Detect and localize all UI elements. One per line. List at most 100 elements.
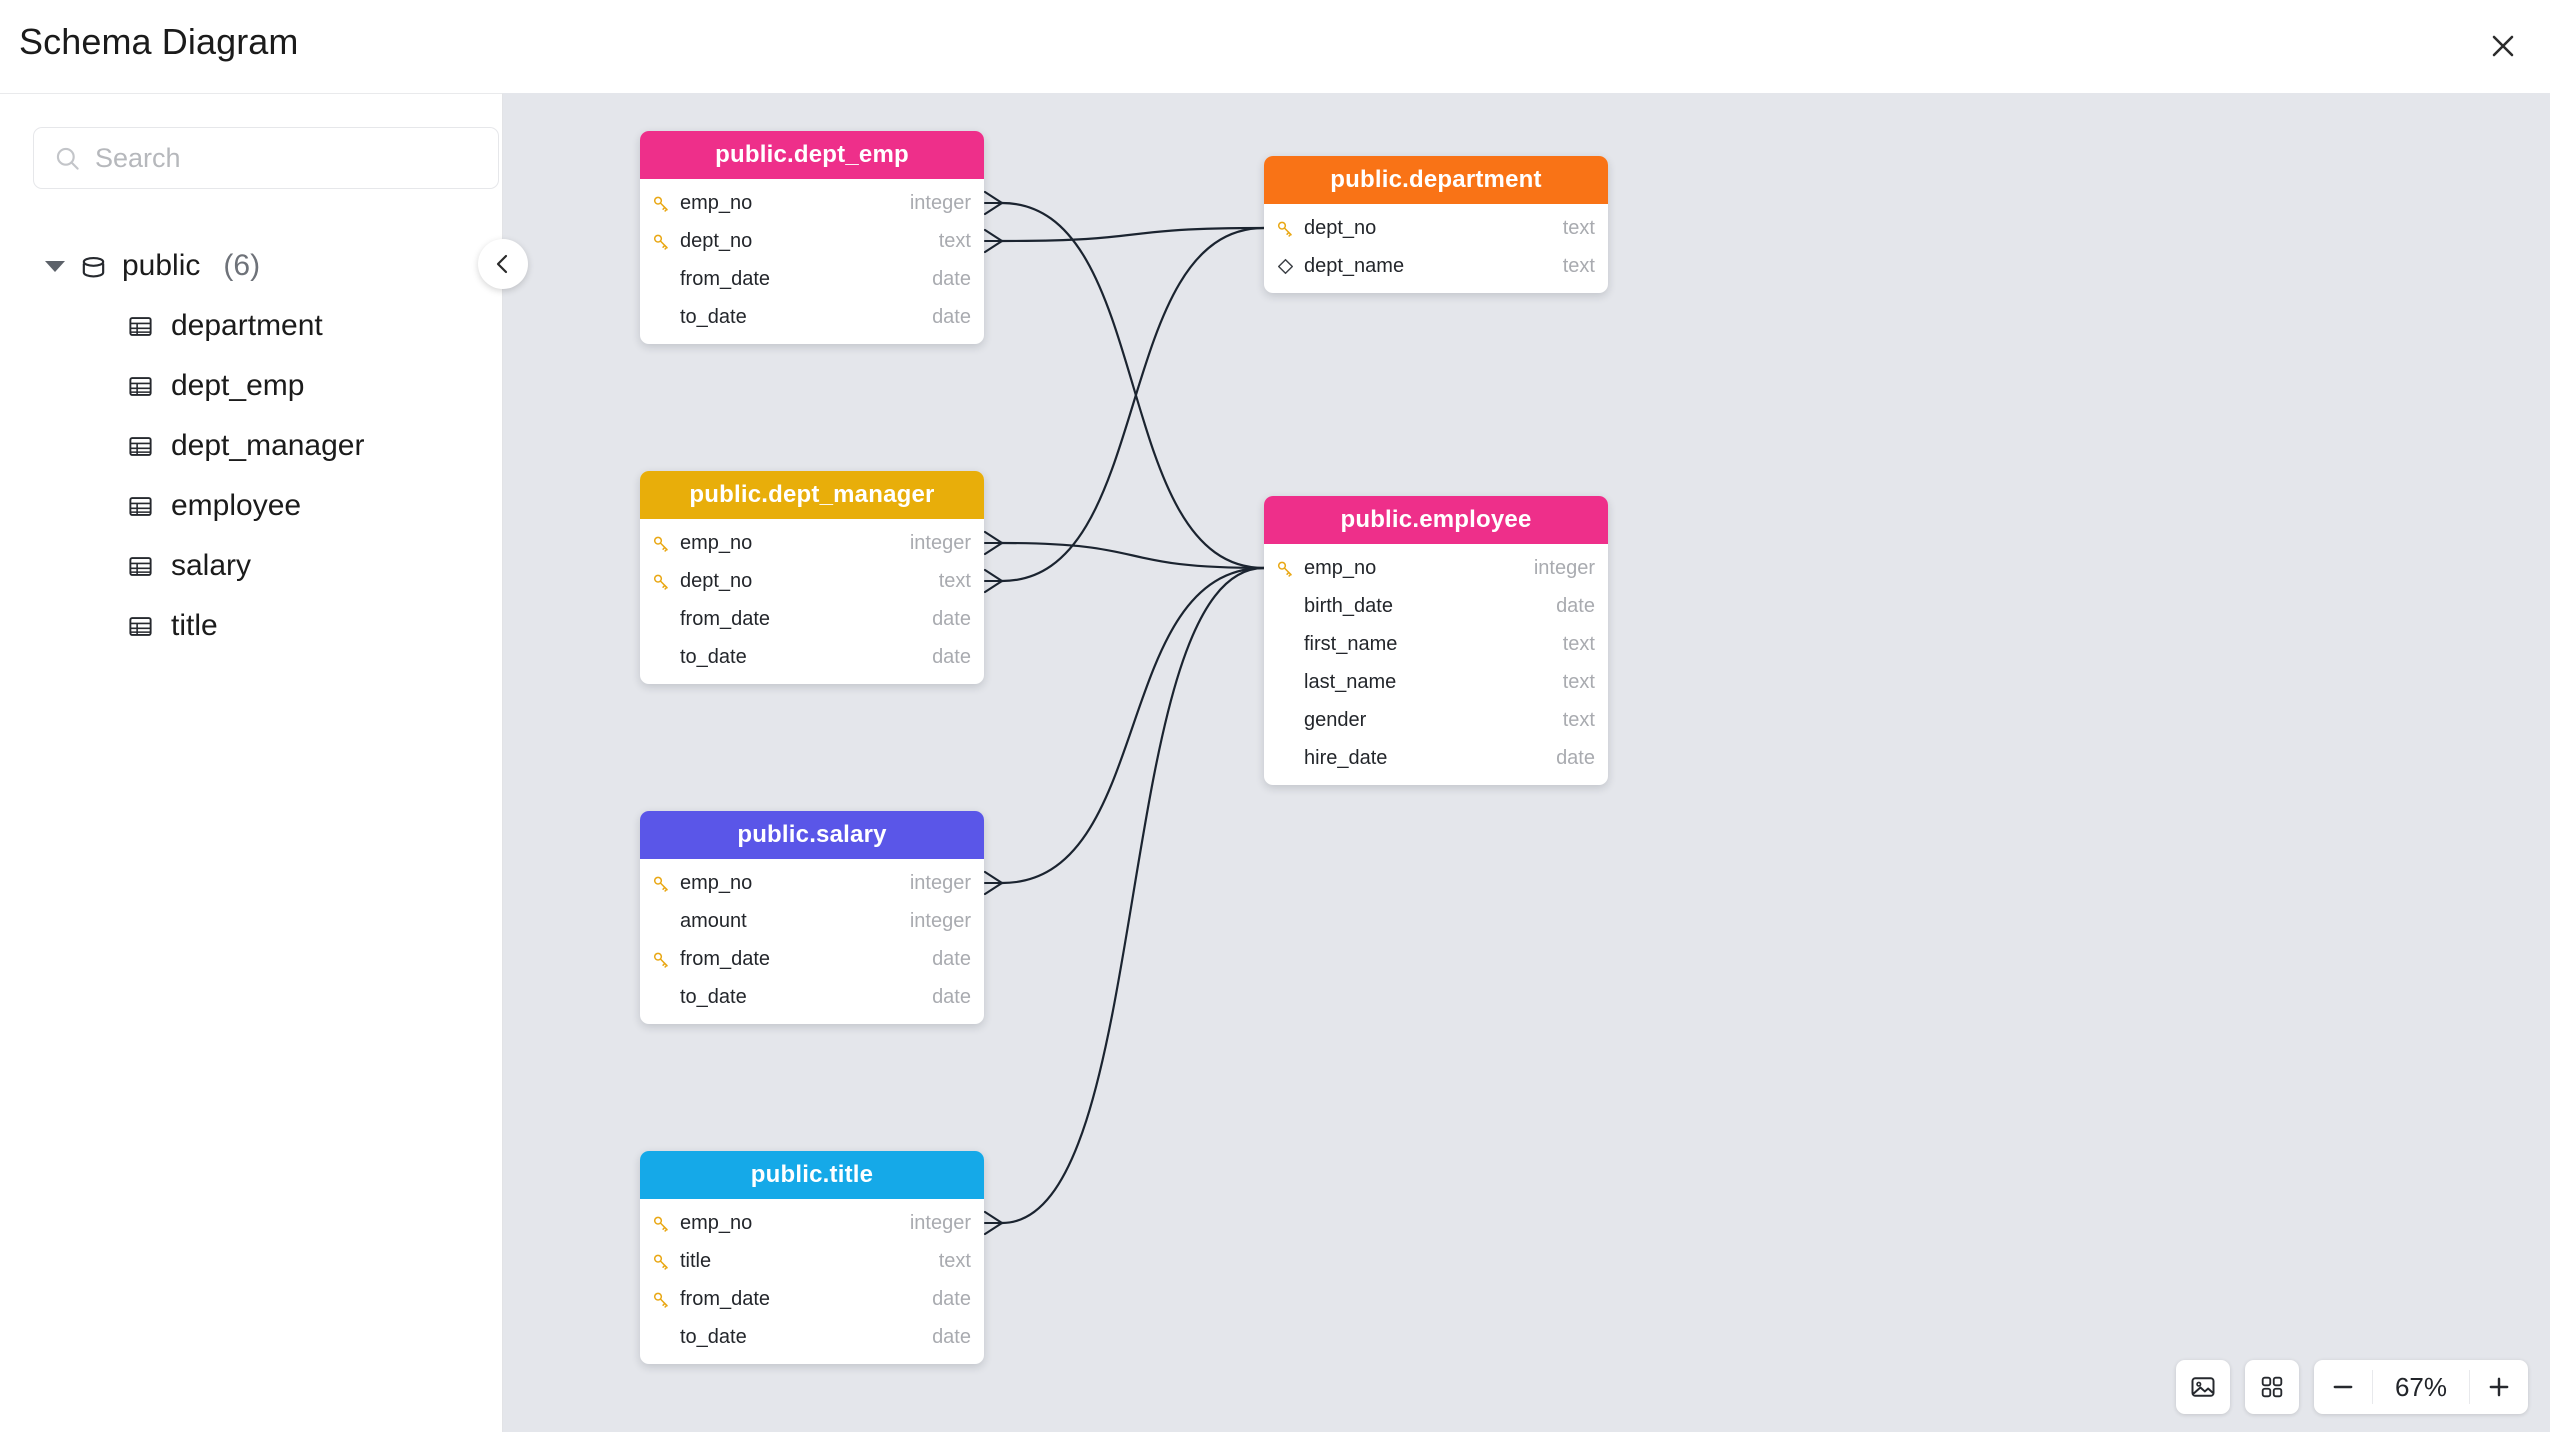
column-row[interactable]: dept_name text: [1264, 247, 1608, 285]
zoom-out-button[interactable]: [2314, 1360, 2372, 1414]
canvas-toolbar: 67%: [2176, 1360, 2528, 1414]
sidebar-item-dept_emp[interactable]: dept_emp: [0, 356, 503, 416]
key-icon: [653, 234, 668, 250]
sidebar-item-dept_manager[interactable]: dept_manager: [0, 416, 503, 476]
crow-foot-marker: [983, 228, 1004, 254]
export-image-button[interactable]: [2176, 1360, 2230, 1414]
relationship-edge[interactable]: [1001, 226, 1265, 583]
table-node-header[interactable]: public.dept_manager: [640, 471, 984, 519]
collapse-sidebar-button[interactable]: [478, 239, 528, 289]
diamond-icon: [1277, 258, 1294, 274]
column-name: dept_name: [1304, 254, 1405, 277]
column-type: text: [938, 569, 971, 592]
crow-foot-marker: [983, 870, 1004, 896]
column-name: to_date: [680, 1325, 747, 1348]
column-type: text: [1562, 254, 1595, 277]
table-node-header[interactable]: public.department: [1264, 156, 1608, 204]
column-name: amount: [680, 909, 747, 932]
zoom-control: 67%: [2314, 1360, 2528, 1414]
chevron-down-icon[interactable]: [45, 260, 65, 272]
table-node-header[interactable]: public.salary: [640, 811, 984, 859]
column-type: integer: [1533, 556, 1595, 579]
sidebar-item-salary[interactable]: salary: [0, 536, 503, 596]
auto-layout-button[interactable]: [2245, 1360, 2299, 1414]
relationship-edge[interactable]: [1001, 201, 1265, 570]
column-type: integer: [909, 191, 971, 214]
relationship-edge[interactable]: [1001, 566, 1265, 885]
sidebar-item-department[interactable]: department: [0, 296, 503, 356]
column-type: integer: [909, 1211, 971, 1234]
column-row[interactable]: emp_no integer: [640, 524, 984, 562]
search-input[interactable]: [95, 142, 478, 174]
table-node-header[interactable]: public.title: [640, 1151, 984, 1199]
column-type: date: [1556, 594, 1595, 617]
column-row[interactable]: to_date date: [640, 1318, 984, 1356]
column-type: text: [1562, 632, 1595, 655]
sidebar-item-title[interactable]: title: [0, 596, 503, 656]
column-type: integer: [909, 871, 971, 894]
relationship-edges: [983, 190, 1265, 1236]
search-box[interactable]: [33, 127, 499, 189]
column-name: emp_no: [680, 191, 753, 214]
column-row[interactable]: emp_no integer: [1264, 549, 1608, 587]
table-icon: [129, 496, 152, 516]
sidebar-item-label: employee: [171, 489, 302, 522]
key-icon: [653, 574, 668, 590]
sidebar-item-employee[interactable]: employee: [0, 476, 503, 536]
relationship-edge[interactable]: [1001, 566, 1265, 1225]
column-row[interactable]: emp_no integer: [640, 864, 984, 902]
crow-foot-marker: [983, 1210, 1004, 1236]
column-type: date: [932, 305, 971, 328]
column-type: date: [932, 1325, 971, 1348]
close-button[interactable]: [2474, 17, 2532, 75]
relationship-edge[interactable]: [1001, 541, 1265, 570]
column-name: emp_no: [680, 531, 753, 554]
column-name: from_date: [680, 1287, 771, 1310]
database-icon: [82, 256, 105, 277]
column-name: emp_no: [680, 871, 753, 894]
column-name: title: [680, 1249, 712, 1272]
column-name: dept_no: [680, 229, 753, 252]
window-titlebar: Schema Diagram: [0, 0, 2550, 93]
column-type: text: [1562, 670, 1595, 693]
table-node-header[interactable]: public.dept_emp: [640, 131, 984, 179]
relationship-edge[interactable]: [1001, 226, 1265, 243]
column-row[interactable]: emp_no integer: [640, 184, 984, 222]
zoom-in-button[interactable]: [2470, 1360, 2528, 1414]
tree-node-public[interactable]: public (6): [0, 236, 503, 296]
crow-foot-marker: [983, 568, 1004, 594]
table-node-header[interactable]: public.employee: [1264, 496, 1608, 544]
column-type: integer: [909, 531, 971, 554]
column-type: date: [1556, 746, 1595, 769]
column-type: date: [932, 947, 971, 970]
column-type: date: [932, 645, 971, 668]
column-name: emp_no: [1304, 556, 1377, 579]
